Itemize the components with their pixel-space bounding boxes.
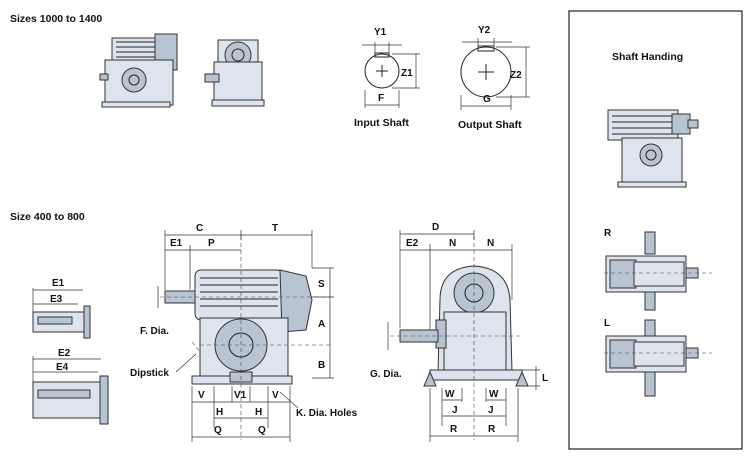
handing-r-plan-view bbox=[604, 231, 712, 311]
handing-l-label: L bbox=[604, 318, 610, 329]
output-shaft-caption: Output Shaft bbox=[458, 119, 522, 131]
dim-h-left: H bbox=[216, 407, 223, 418]
dim-p: P bbox=[208, 238, 215, 249]
input-shaft-caption: Input Shaft bbox=[354, 117, 409, 129]
shaft-handing-panel: Shaft Handing R L bbox=[568, 10, 743, 450]
detail-e4-label: E4 bbox=[56, 362, 69, 373]
detail-e1-label: E1 bbox=[52, 278, 65, 289]
dim-a: A bbox=[318, 319, 325, 330]
dim-h-right: H bbox=[255, 407, 262, 418]
dim-j-right: J bbox=[488, 405, 494, 416]
handing-elevation-view bbox=[607, 109, 699, 188]
detail-e2-label: E2 bbox=[58, 348, 71, 359]
gearbox-side-view: C T E1 P S A B F. Dia. Dipstick V V1 V H… bbox=[130, 223, 358, 442]
shaft-handing-title: Shaft Handing bbox=[612, 51, 683, 63]
gearbox-large-side-view bbox=[99, 33, 178, 108]
label-g-dia: G. Dia. bbox=[370, 369, 402, 380]
dim-n-right: N bbox=[487, 238, 494, 249]
dim-d: D bbox=[432, 222, 439, 233]
y2-label: Y2 bbox=[478, 25, 491, 36]
gearbox-front-view: D E2 N N G. Dia. L W W J J R R bbox=[370, 222, 548, 442]
handing-r-label: R bbox=[604, 228, 612, 239]
output-shaft-diagram: Y2 Z2 G Output Shaft bbox=[458, 25, 530, 131]
z1-label: Z1 bbox=[401, 68, 413, 79]
label-dipstick: Dipstick bbox=[130, 368, 169, 379]
input-shaft-detail: E1 E3 bbox=[32, 278, 91, 339]
dim-e2: E2 bbox=[406, 238, 419, 249]
dim-l: L bbox=[542, 373, 548, 384]
y1-label: Y1 bbox=[374, 27, 387, 38]
dim-w-left: W bbox=[445, 389, 455, 400]
handing-l-plan-view bbox=[604, 319, 712, 397]
dim-r-right: R bbox=[488, 424, 496, 435]
dim-v-right: V bbox=[272, 390, 279, 401]
heading-sizes-1000-1400: Sizes 1000 to 1400 bbox=[10, 13, 102, 25]
dim-t: T bbox=[272, 223, 278, 234]
dim-b: B bbox=[318, 360, 325, 371]
label-k-dia-holes: K. Dia. Holes bbox=[296, 408, 358, 419]
dim-j-left: J bbox=[452, 405, 458, 416]
input-shaft-diagram: Y1 Z1 F Input Shaft bbox=[354, 27, 420, 129]
dim-r-left: R bbox=[450, 424, 458, 435]
gearbox-large-end-view bbox=[204, 39, 265, 107]
f-label: F bbox=[378, 93, 384, 104]
heading-size-400-800: Size 400 to 800 bbox=[10, 211, 85, 223]
output-shaft-detail: E2 E4 bbox=[32, 348, 109, 425]
dim-s: S bbox=[318, 279, 325, 290]
dim-n-left: N bbox=[449, 238, 456, 249]
dim-e1: E1 bbox=[170, 238, 183, 249]
dim-w-right: W bbox=[489, 389, 499, 400]
dim-v-left: V bbox=[198, 390, 205, 401]
label-f-dia: F. Dia. bbox=[140, 326, 169, 337]
detail-e3-label: E3 bbox=[50, 294, 63, 305]
z2-label: Z2 bbox=[510, 70, 522, 81]
dim-q-left: Q bbox=[214, 425, 222, 436]
dim-q-right: Q bbox=[258, 425, 266, 436]
dim-c: C bbox=[196, 223, 203, 234]
dim-v1: V1 bbox=[234, 390, 247, 401]
g-label: G bbox=[483, 94, 491, 105]
